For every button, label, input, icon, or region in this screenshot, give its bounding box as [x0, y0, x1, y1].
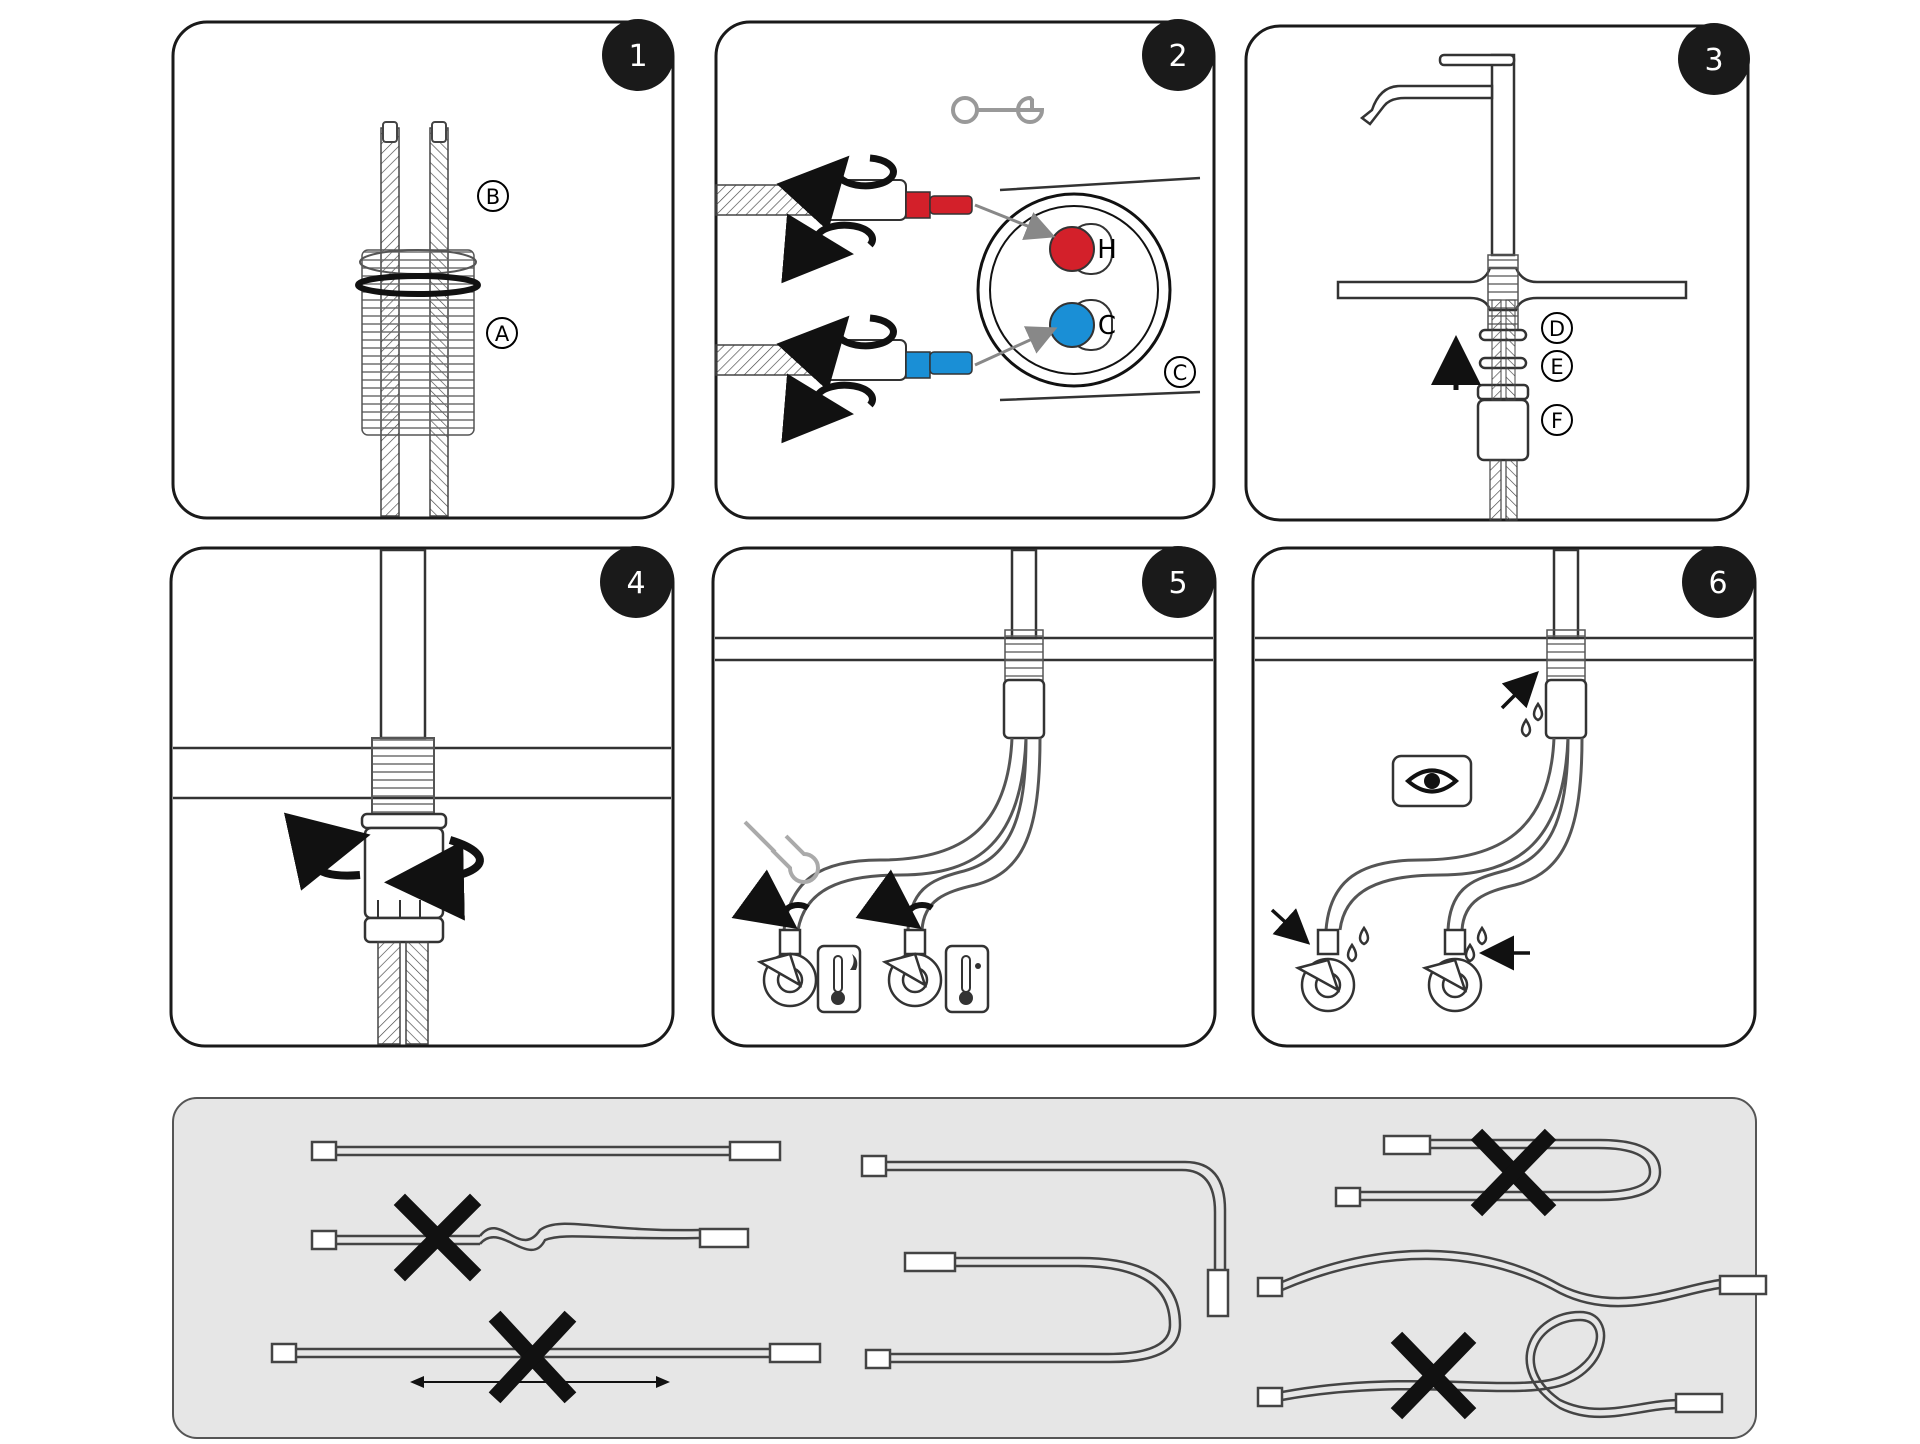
step-badge-1	[602, 19, 674, 91]
cold-label: C	[1098, 311, 1116, 341]
step-1-panel: B A 1	[171, 19, 675, 520]
step-number-1: 1	[628, 39, 647, 74]
cold-hose	[715, 344, 817, 376]
step-4-panel: 4	[169, 546, 675, 1048]
mounting-nut	[363, 826, 445, 920]
step-badge-2	[1142, 19, 1214, 91]
rotate-arrows	[776, 154, 897, 444]
step-number-3: 3	[1704, 43, 1723, 78]
eye-icon	[1391, 754, 1473, 808]
check-arrows	[1270, 671, 1539, 971]
label-f: F	[1551, 409, 1563, 433]
label-d: D	[1549, 317, 1565, 341]
washer-e	[1478, 356, 1528, 370]
label-a: A	[495, 322, 510, 346]
label-a-circle	[486, 317, 518, 349]
hose-tight-loop	[1334, 1134, 1662, 1208]
step-badge-4	[600, 546, 672, 618]
cold-connector	[1049, 302, 1095, 348]
hose-coiled	[1256, 1310, 1724, 1419]
label-b: B	[486, 185, 500, 209]
step-6-panel: 6	[1251, 546, 1757, 1048]
step-number-2: 2	[1168, 39, 1187, 74]
cold-thermometer-icon	[944, 944, 990, 1014]
step-2-panel: H C C 2	[714, 19, 1216, 520]
label-b-circle	[477, 180, 509, 212]
rotate-arrow	[283, 812, 484, 921]
washer-d	[1478, 328, 1528, 342]
connected-hoses	[1324, 737, 1584, 931]
hose-twisted	[310, 1222, 750, 1252]
label-e: E	[1550, 355, 1563, 379]
hose-straight	[310, 1140, 782, 1162]
hose-gentle-bend	[860, 1154, 1230, 1370]
step-3-panel: D E F 3	[1244, 23, 1750, 522]
gasket-ring	[355, 273, 481, 297]
step-badge-6	[1682, 546, 1754, 618]
wrench-icon	[951, 95, 1045, 124]
hot-thermometer-icon	[816, 944, 862, 1014]
threaded-shank	[371, 737, 435, 815]
step-number-4: 4	[626, 566, 645, 601]
hot-connector	[1049, 226, 1095, 272]
cold-valve	[1421, 928, 1483, 1013]
hot-hose	[715, 184, 817, 216]
cold-valve	[881, 928, 943, 1008]
hose-wavy	[1256, 1249, 1768, 1308]
mounting-nut-f	[1476, 398, 1530, 462]
hot-valve	[756, 928, 818, 1008]
step-number-5: 5	[1168, 566, 1187, 601]
cross-mark-icon	[393, 1128, 1557, 1420]
step-badge-3	[1678, 23, 1750, 95]
step-number-6: 6	[1708, 566, 1727, 601]
step-badge-5	[1142, 546, 1214, 618]
hot-valve	[1294, 928, 1356, 1013]
connection-plate	[976, 192, 1172, 388]
step-5-panel: 5	[711, 546, 1217, 1048]
label-c: C	[1173, 361, 1188, 385]
hot-label: H	[1097, 235, 1117, 265]
water-drop-icon	[1346, 701, 1544, 963]
hose-handling-guide	[172, 1097, 1768, 1439]
